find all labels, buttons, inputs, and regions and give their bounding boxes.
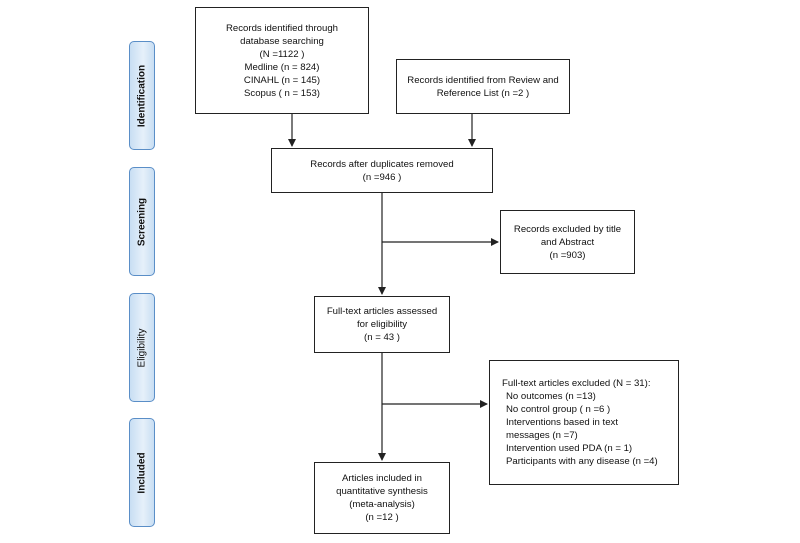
box-line: No outcomes (n =13) (506, 391, 596, 402)
box-line: quantitative synthesis (336, 486, 428, 497)
box-line: Records identified through (226, 22, 338, 34)
box-line: (n =946 ) (362, 171, 402, 183)
phase-screening: Screening (129, 167, 155, 276)
box-line: (n =12 ) (365, 512, 399, 523)
box-line: Interventions based in text (506, 417, 618, 428)
box-line: Full-text articles assessed (326, 306, 438, 317)
box-line: CINAHL (n = 145) (243, 74, 321, 86)
box-database-search: Records identified through database sear… (195, 7, 369, 114)
box-fulltext-assessed: Full-text articles assessed for eligibil… (314, 296, 450, 353)
box-line: messages (n =7) (506, 430, 578, 441)
phase-screening-label: Screening (136, 197, 148, 246)
box-line: and Abstract (540, 236, 595, 248)
box-line: Participants with any disease (n =4) (506, 456, 658, 467)
phase-identification-label: Identification (136, 64, 148, 127)
box-line: Intervention used PDA (n = 1) (506, 443, 633, 454)
box-included-synthesis: Articles included in quantitative synthe… (314, 462, 450, 534)
box-fulltext-excluded: Full-text articles excluded (N = 31): No… (489, 360, 679, 485)
box-review-reference: Records identified from Review and Refer… (396, 59, 570, 114)
box-line: Articles included in (342, 473, 422, 484)
phase-identification: Identification (129, 41, 155, 150)
box-line: Medline (n = 824) (244, 61, 320, 73)
box-line: (n = 43 ) (364, 332, 400, 343)
box-line: (meta-analysis) (349, 499, 415, 510)
box-line: Reference List (n =2 ) (436, 87, 530, 99)
box-line: Records after duplicates removed (310, 158, 454, 170)
box-line: Records excluded by title (513, 223, 622, 235)
box-line: Scopus ( n = 153) (244, 87, 320, 99)
box-line: Records identified from Review and (407, 74, 559, 86)
box-line: Full-text articles excluded (N = 31): (502, 378, 651, 389)
box-line: No control group ( n =6 ) (506, 404, 611, 415)
box-line: for eligibility (356, 319, 408, 330)
phase-eligibility-label: Eligibility (136, 328, 148, 367)
box-line: (n =903) (549, 249, 586, 261)
phase-included-label: Included (136, 451, 148, 494)
box-after-duplicates: Records after duplicates removed (n =946… (271, 148, 493, 193)
box-line: database searching (240, 35, 324, 47)
phase-included: Included (129, 418, 155, 527)
box-excluded-title-abstract: Records excluded by title and Abstract (… (500, 210, 635, 274)
box-line: (N =1122 ) (259, 48, 305, 60)
phase-eligibility: Eligibility (129, 293, 155, 402)
